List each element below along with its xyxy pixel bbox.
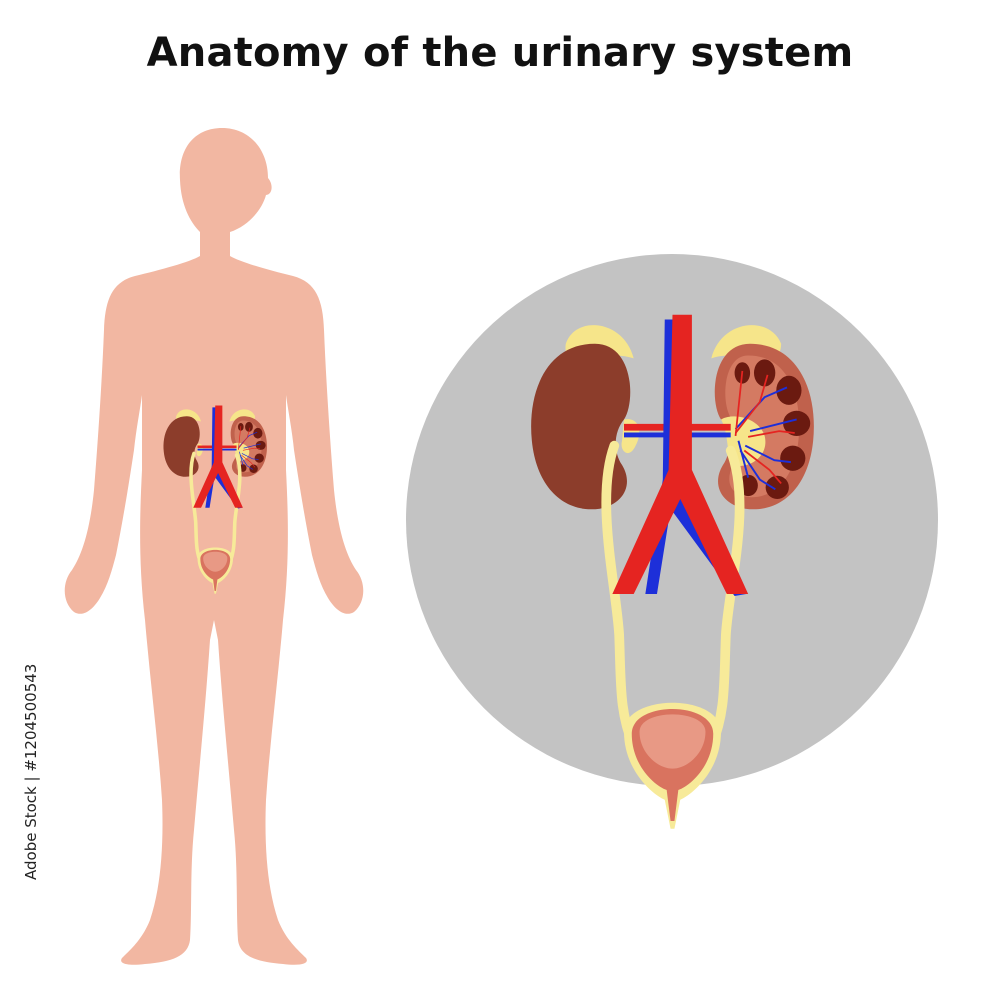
human-body-silhouette — [64, 128, 364, 965]
page-title: Anatomy of the urinary system — [146, 30, 854, 76]
